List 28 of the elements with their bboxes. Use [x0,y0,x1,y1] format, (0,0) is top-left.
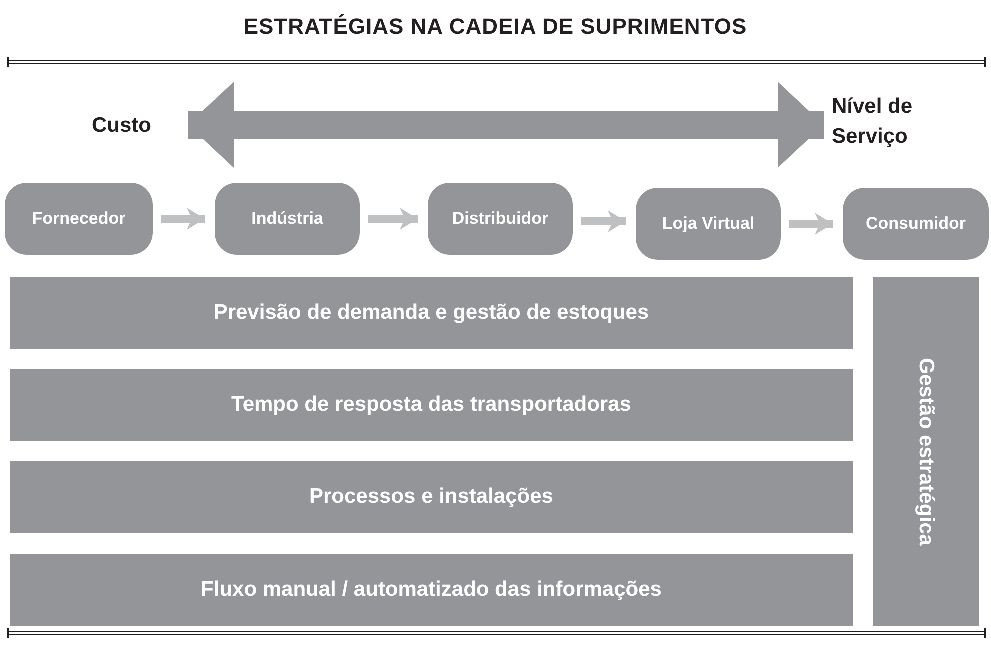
box-label: Loja Virtual [662,212,755,235]
diagram-title: ESTRATÉGIAS NA CADEIA DE SUPRIMENTOS [242,14,748,40]
box-label: Fluxo manual / automatizado das informações [201,576,662,603]
stage-box [5,183,153,255]
arrow [581,210,626,232]
double-arrow [188,82,824,168]
box-label: Indústria [252,208,324,230]
box-label: Gestão estratégica [914,358,940,546]
box-label: Previsão de demanda e gestão de estoques [214,300,650,326]
axis-label: Custo [92,112,152,139]
stage-box [843,188,989,260]
stage-box [428,183,573,255]
box-label: Fornecedor [32,208,126,230]
stage-box [636,188,781,260]
box-label: Processos e instalações [310,484,554,510]
strategy-bar [10,461,853,533]
box-label: Consumidor [866,212,966,235]
box-label: Tempo de resposta das transportadoras [232,392,632,418]
strategy-bar [10,277,853,349]
strategy-bar [10,369,853,441]
box-label: Distribuidor [452,208,549,230]
arrow [789,213,833,235]
stage-box [215,183,360,255]
side-bar [873,277,979,626]
arrow [161,208,205,230]
strategy-bar [10,554,853,626]
axis-label: Nível de Serviço [832,94,914,150]
arrow [368,208,418,230]
